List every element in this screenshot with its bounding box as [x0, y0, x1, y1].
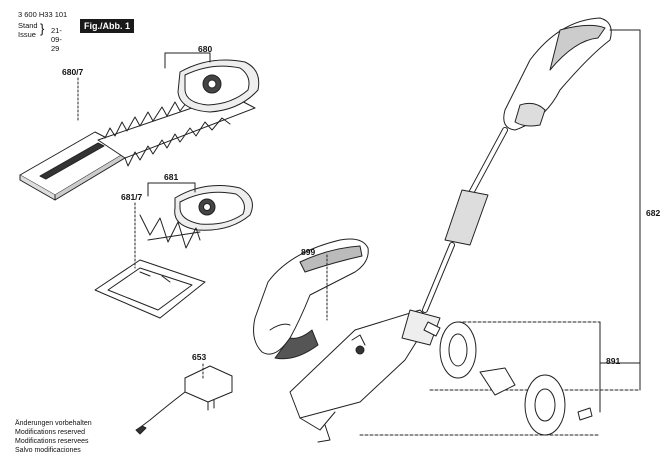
part-label-680: 680	[198, 44, 213, 54]
figure-badge: Fig./Abb. 1	[80, 19, 134, 33]
note-de: Änderungen vorbehalten	[15, 420, 92, 427]
part-label-891: 891	[606, 356, 621, 366]
stand-label: Stand	[18, 21, 38, 30]
modification-notes: Änderungen vorbehalten Modifications res…	[15, 419, 92, 455]
hedge-blade-assembly-icon	[19, 59, 260, 201]
note-en: Modifications reserved	[15, 429, 86, 436]
charger-icon	[135, 365, 233, 435]
part-label-682: 682	[646, 208, 661, 218]
part-label-653: 653	[192, 352, 207, 362]
note-fr: Modifications reservees	[15, 438, 89, 445]
brace-icon: }	[40, 21, 45, 36]
wheel-set-icon	[423, 321, 593, 436]
tool-body-icon	[253, 238, 369, 360]
part-label-681: 681	[164, 172, 179, 182]
part-label-680-7: 680/7	[62, 67, 84, 77]
issue-date: 21-09-29	[51, 26, 62, 53]
note-es: Salvo modificaciones	[15, 447, 81, 454]
issue-label: Issue	[18, 30, 36, 39]
shrub-blade-assembly-icon	[94, 185, 253, 319]
part-label-681-7: 681/7	[121, 192, 143, 202]
document-number: 3 600 H33 101	[18, 10, 68, 19]
part-label-899: 899	[301, 247, 316, 257]
telescopic-handle-icon	[401, 17, 612, 346]
